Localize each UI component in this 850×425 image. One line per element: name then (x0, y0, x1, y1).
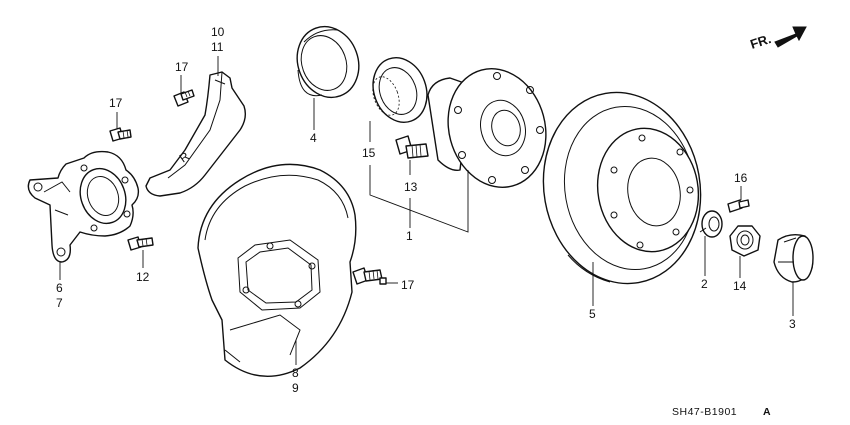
label-8: 8 (292, 366, 299, 380)
label-15: 15 (362, 146, 376, 160)
bolt-17-right[interactable] (352, 267, 387, 285)
diagram-code-suffix: A (763, 406, 771, 418)
hub-bolt-part[interactable] (395, 135, 429, 159)
disc-screw-part[interactable] (727, 199, 750, 213)
front-label: FR. (748, 31, 773, 52)
outer-seal-part[interactable] (287, 18, 368, 106)
front-direction-indicator: FR. (748, 26, 807, 52)
label-12: 12 (136, 270, 150, 284)
label-17-upper: 17 (175, 60, 189, 74)
label-7: 7 (56, 296, 63, 310)
diagram-code: SH47-B1901 A (672, 406, 771, 418)
brake-disc-part[interactable] (529, 80, 716, 296)
lock-washer-part[interactable] (699, 210, 723, 238)
label-17-right: 17 (401, 278, 415, 292)
label-5: 5 (589, 307, 596, 321)
label-10: 10 (211, 25, 225, 39)
bolt-12[interactable] (127, 236, 154, 251)
callout-labels: 10 11 17 17 17 4 15 13 1 5 16 2 14 3 6 7… (56, 25, 796, 395)
front-arrow-icon (774, 26, 807, 48)
splash-guard-part[interactable] (197, 163, 357, 378)
label-4: 4 (310, 131, 317, 145)
label-16: 16 (734, 171, 748, 185)
bolt-17-left[interactable] (109, 127, 132, 142)
spindle-nut-part[interactable] (729, 225, 761, 257)
label-17-left: 17 (109, 96, 123, 110)
diagram-code-text: SH47-B1901 (672, 406, 737, 418)
hub-flange-part[interactable] (427, 58, 559, 199)
inner-seal-part[interactable] (364, 50, 435, 130)
label-14: 14 (733, 279, 747, 293)
leader-lines (59, 56, 794, 365)
label-9: 9 (292, 381, 299, 395)
bolt-17-upper[interactable] (173, 89, 195, 107)
label-13: 13 (404, 180, 418, 194)
label-11: 11 (211, 40, 224, 54)
knuckle-bracket-part[interactable] (27, 150, 140, 263)
dust-cap-part[interactable] (773, 233, 814, 283)
label-3: 3 (789, 317, 796, 331)
label-6: 6 (56, 281, 63, 295)
label-1: 1 (406, 229, 413, 243)
label-2: 2 (701, 277, 708, 291)
hose-bracket-part[interactable]: R (145, 71, 247, 197)
